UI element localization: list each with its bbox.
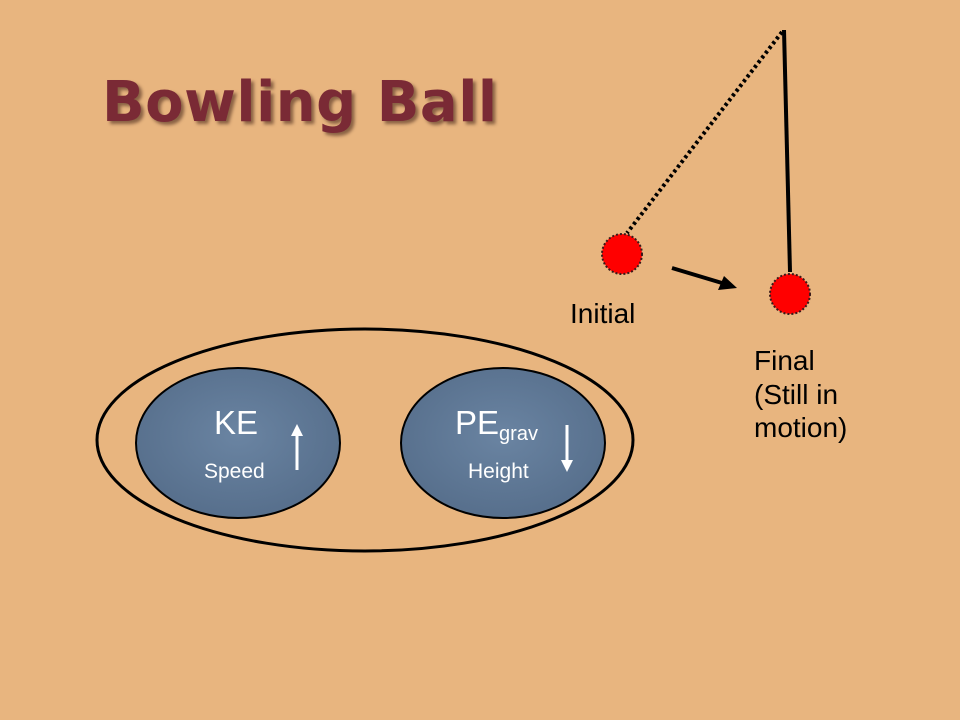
system-ellipse (95, 327, 635, 553)
motion-arrow (671, 266, 723, 285)
final-ball (769, 273, 811, 315)
pe-down-arrow-head (561, 460, 573, 472)
ke-sub-label: Speed (204, 460, 265, 483)
final-label-line2: (Still in (754, 378, 839, 410)
pe-label: PEgrav (455, 404, 538, 446)
ke-label: KE (214, 404, 259, 441)
pe-sub-label: Height (468, 460, 529, 483)
motion-arrow-head (718, 276, 737, 290)
ke-bubble (135, 367, 341, 519)
ke-up-arrow-head (291, 424, 303, 436)
pe-label-subscript: grav (499, 423, 538, 445)
slide-title: Bowling Ball (102, 70, 498, 135)
final-label: Final (Still in motion) (754, 344, 847, 445)
initial-string-dotted (625, 30, 784, 235)
final-label-line3: motion) (754, 412, 848, 444)
pe-bubble (400, 367, 606, 519)
final-string (782, 29, 792, 273)
initial-ball (601, 233, 643, 275)
initial-label: Initial (570, 298, 636, 329)
pe-label-main: PE (455, 404, 500, 441)
final-label-line1: Final (754, 345, 815, 376)
